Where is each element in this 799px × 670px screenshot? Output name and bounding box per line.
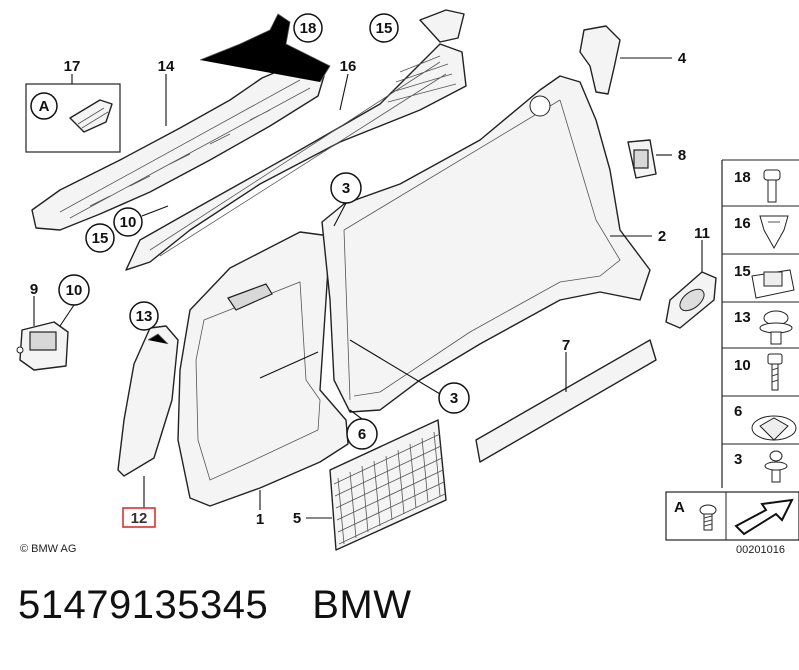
part-4-hook: 4 — [579, 25, 687, 95]
callout-6: 6 — [358, 426, 366, 443]
callout-17: 16 — [340, 58, 357, 75]
drawing-number: 00201016 — [736, 544, 785, 556]
brand-label: BMW — [312, 583, 412, 627]
clip-icon — [759, 215, 789, 250]
left-callouts: 10 15 — [85, 205, 169, 253]
callout-16: 15 — [92, 230, 109, 247]
push-rivet-icon — [764, 450, 788, 483]
callout-14: 14 — [158, 58, 175, 75]
detail-box-19: A 17 — [25, 58, 121, 153]
nut-clip-icon — [751, 269, 795, 299]
callout-4: 4 — [678, 50, 687, 67]
part-8-cover: 8 — [627, 139, 686, 179]
callout-10b: 10 — [66, 282, 83, 299]
callout-5: 5 — [293, 510, 301, 527]
part-1-side-panel: 1 — [177, 231, 349, 528]
part-11-lamp: 11 — [665, 225, 717, 329]
legend-row-16: 16 — [722, 215, 799, 255]
legend-num-6: 6 — [734, 403, 742, 420]
legend-row-15: 15 — [722, 263, 799, 303]
legend-row-13: 13 — [722, 309, 799, 349]
callout-13: 13 — [136, 308, 153, 325]
callout-2: 2 — [658, 228, 666, 245]
part-17-trim: 16 18 15 — [125, 9, 467, 271]
callout-19: 17 — [64, 58, 81, 75]
part-2-trim-panel: 2 3 3 6 — [321, 75, 666, 450]
part-14-bracket: 14 — [31, 13, 331, 231]
bolt-icon — [763, 169, 781, 203]
callout-10a: 10 — [120, 214, 137, 231]
callout-1: 1 — [256, 511, 264, 528]
callout-9: 9 — [30, 281, 38, 298]
legend-row-a: A — [665, 491, 799, 541]
callout-8: 8 — [678, 147, 686, 164]
expanding-rivet-icon — [759, 310, 793, 345]
legend-row-3: 3 — [734, 450, 788, 483]
callout-12-highlighted: 12 — [131, 510, 148, 527]
callout-15: 15 — [376, 20, 393, 37]
legend-num-18: 18 — [734, 169, 751, 186]
direction-arrow-icon — [734, 498, 794, 536]
legend-row-10: 10 — [722, 353, 799, 397]
fastener-legend: 18 16 15 13 — [665, 159, 799, 556]
legend-num-13: 13 — [734, 309, 751, 326]
trim-clip-icon — [751, 415, 797, 441]
part-number: 51479135345 — [18, 583, 269, 627]
legend-row-18: 18 — [722, 169, 799, 207]
legend-num-15: 15 — [734, 263, 751, 280]
copyright-label: © BMW AG — [20, 543, 76, 555]
detail-a-label: A — [39, 98, 50, 115]
callout-18: 18 — [300, 20, 317, 37]
screw-icon — [699, 504, 717, 531]
callout-3b: 3 — [450, 390, 458, 407]
part-7-strip: 7 — [475, 337, 657, 463]
part-9-connector: 9 10 — [16, 274, 90, 371]
legend-num-3: 3 — [734, 451, 742, 468]
part-12-trim: 13 12 — [117, 301, 179, 528]
footer: 51479135345 BMW — [18, 583, 455, 628]
callout-11: 11 — [694, 225, 710, 242]
legend-num-10: 10 — [734, 357, 751, 374]
screw-icon — [767, 353, 783, 391]
callout-3a: 3 — [342, 180, 350, 197]
legend-row-6: 6 — [722, 403, 799, 445]
part-5-net: 5 — [293, 419, 447, 551]
legend-label-a: A — [674, 499, 685, 516]
legend-num-16: 16 — [734, 215, 751, 232]
callout-7: 7 — [562, 337, 570, 354]
